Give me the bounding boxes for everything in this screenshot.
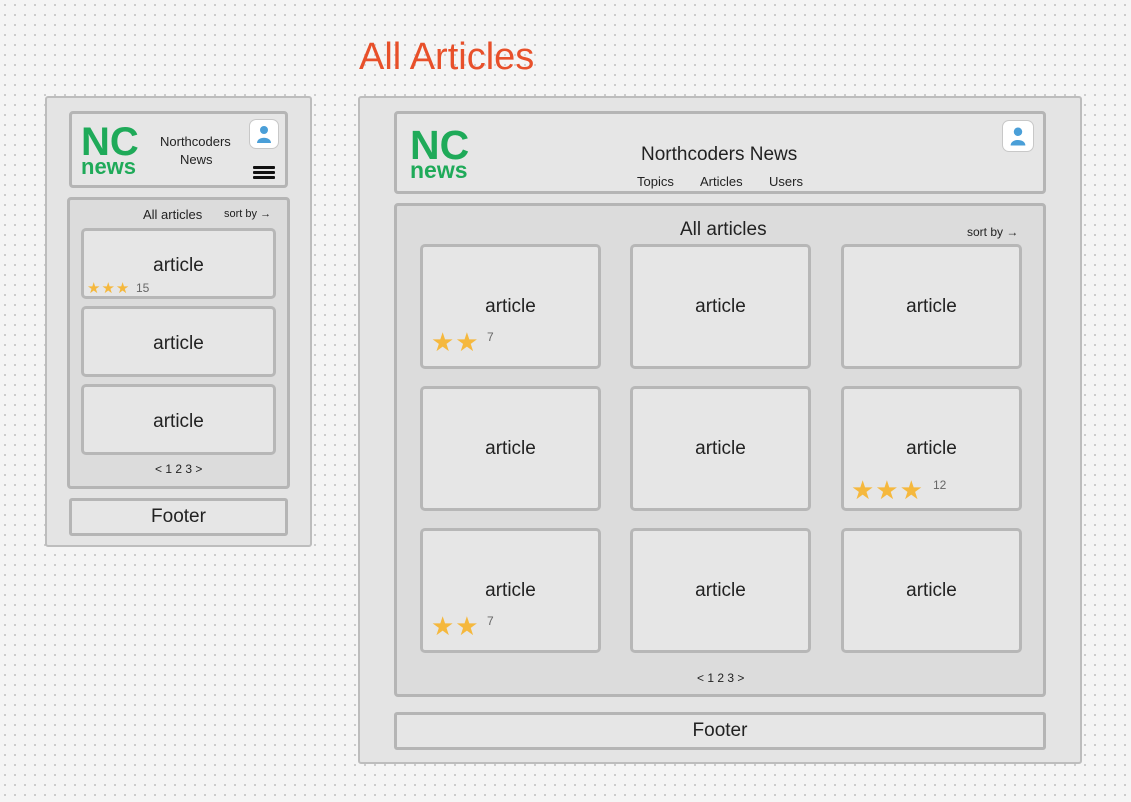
article-card[interactable]: article ★★ 7: [420, 244, 601, 369]
article-card[interactable]: article ★★★ 12: [841, 386, 1022, 511]
nav-topics[interactable]: Topics: [637, 174, 674, 189]
article-card[interactable]: article: [420, 386, 601, 511]
article-label: article: [695, 296, 746, 317]
rating-stars: ★★: [431, 327, 480, 357]
user-icon: [257, 126, 271, 143]
rating-count: 15: [136, 281, 150, 295]
page-title: All Articles: [359, 36, 535, 78]
article-card[interactable]: article: [630, 244, 811, 369]
logo-nc[interactable]: NC: [410, 122, 470, 168]
hamburger-menu-icon[interactable]: [253, 165, 275, 181]
article-label: article: [485, 438, 536, 459]
site-name-line1: Northcoders: [160, 134, 231, 149]
article-card[interactable]: article: [841, 528, 1022, 653]
article-label: article: [906, 438, 957, 459]
article-label: article: [485, 296, 536, 317]
rating-count: 12: [933, 478, 947, 492]
pagination[interactable]: < 1 2 3 >: [697, 671, 745, 685]
site-name-line2: News: [180, 152, 213, 167]
article-card[interactable]: article ★★ 7: [420, 528, 601, 653]
articles-heading: All articles: [680, 219, 767, 240]
desktop-articles-panel: All articles sort by → article ★★ 7 arti…: [394, 203, 1046, 697]
article-label: article: [906, 580, 957, 601]
article-card[interactable]: article ★★★ 15: [81, 228, 276, 299]
desktop-footer: Footer: [394, 712, 1046, 750]
article-label: article: [485, 580, 536, 601]
article-card[interactable]: article: [841, 244, 1022, 369]
article-card[interactable]: article: [81, 384, 276, 455]
footer-label: Footer: [151, 506, 206, 527]
article-card[interactable]: article: [630, 528, 811, 653]
logo-nc[interactable]: NC: [81, 120, 139, 164]
mobile-articles-panel: All articles sort by → article ★★★ 15 ar…: [67, 197, 290, 489]
article-label: article: [153, 411, 204, 432]
nav-users[interactable]: Users: [769, 174, 803, 189]
articles-heading: All articles: [143, 207, 203, 222]
user-avatar-button[interactable]: [249, 119, 279, 149]
article-label: article: [695, 438, 746, 459]
sort-by-button[interactable]: sort by →: [224, 208, 272, 220]
article-label: article: [906, 296, 957, 317]
mobile-footer: Footer: [69, 498, 288, 536]
desktop-header: NC news Northcoders News Topics Articles…: [394, 111, 1046, 194]
article-card[interactable]: article: [630, 386, 811, 511]
rating-stars: ★★: [431, 611, 480, 641]
article-card[interactable]: article: [81, 306, 276, 377]
mobile-header: NC news Northcoders News: [69, 111, 288, 188]
site-name: Northcoders News: [641, 144, 798, 165]
footer-label: Footer: [692, 720, 748, 741]
rating-count: 7: [487, 330, 494, 344]
article-label: article: [153, 333, 204, 354]
rating-stars: ★★★: [87, 280, 131, 297]
rating-stars: ★★★: [851, 475, 924, 505]
rating-count: 7: [487, 614, 494, 628]
pagination[interactable]: < 1 2 3 >: [155, 462, 203, 476]
logo-news[interactable]: news: [410, 157, 468, 183]
article-label: article: [153, 255, 204, 276]
user-icon: [1010, 127, 1026, 146]
nav-articles[interactable]: Articles: [700, 174, 743, 189]
logo-news[interactable]: news: [81, 154, 137, 179]
article-label: article: [695, 580, 746, 601]
user-avatar-button[interactable]: [1002, 120, 1034, 152]
sort-by-button[interactable]: sort by →: [967, 225, 1019, 239]
